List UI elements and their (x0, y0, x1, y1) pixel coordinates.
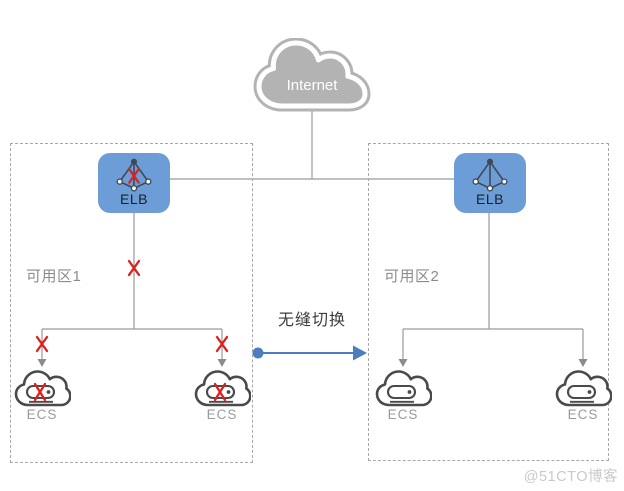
failure-x-mark (213, 382, 227, 402)
elb-icon (116, 158, 152, 192)
seamless-switch-label: 无缝切换 (277, 312, 346, 329)
ecs-label: ECS (26, 407, 58, 422)
internet-cloud-icon: Internet (253, 38, 371, 112)
ecs-label: ECS (567, 407, 599, 422)
ecs-node-zone2-b (555, 370, 612, 407)
elb-node-zone1: ELB (98, 153, 170, 213)
ecs-node-zone2-a (375, 370, 432, 407)
ecs-label: ECS (206, 407, 238, 422)
zone-2-label: 可用区2 (384, 268, 440, 285)
failure-x-mark (128, 168, 140, 184)
failure-x-mark (33, 382, 47, 402)
availability-zone-1-box (10, 143, 253, 463)
elb-label: ELB (476, 191, 504, 207)
internet-label: Internet (287, 77, 339, 94)
elb-label: ELB (120, 191, 148, 207)
ecs-node-zone1-a (14, 370, 71, 407)
ecs-node-zone1-b (194, 370, 251, 407)
watermark: @51CTO博客 (523, 469, 618, 485)
zone-1-label: 可用区1 (26, 268, 82, 285)
elb-node-zone2: ELB (454, 153, 526, 213)
seamless-switch-arrow (252, 345, 367, 361)
arrowhead-right-icon (353, 345, 367, 361)
ecs-label: ECS (387, 407, 419, 422)
elb-icon (472, 158, 508, 192)
availability-zone-2-box (368, 143, 609, 461)
